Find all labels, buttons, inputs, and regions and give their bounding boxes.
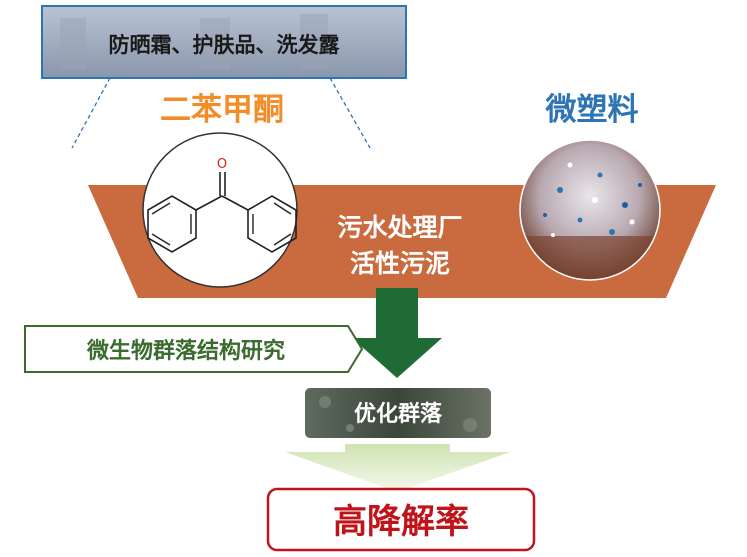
- optimized-label: 优化群落: [354, 401, 443, 427]
- benzophenone-molecule: O: [142, 132, 298, 288]
- result-box: 高降解率: [266, 487, 536, 552]
- guide-line-left: [71, 77, 111, 149]
- optimized-community-box: 优化群落: [305, 388, 491, 438]
- microplastic-title: 微塑料: [545, 92, 639, 128]
- sludge-line1: 污水处理厂: [337, 213, 462, 242]
- products-label: 防晒霜、护肤品、洗发露: [109, 33, 341, 57]
- study-tag: 微生物群落结构研究: [24, 325, 364, 373]
- guide-line-right: [329, 77, 371, 149]
- result-label: 高降解率: [333, 502, 469, 542]
- compound-title: 二苯甲酮: [160, 92, 284, 128]
- flow-arrow: [352, 288, 442, 378]
- oxygen-atom: O: [217, 157, 227, 172]
- study-label: 微生物群落结构研究: [86, 338, 285, 364]
- result-arrow: [285, 444, 510, 492]
- sludge-line2: 活性污泥: [350, 249, 450, 278]
- products-box: 防晒霜、护肤品、洗发露: [41, 5, 407, 79]
